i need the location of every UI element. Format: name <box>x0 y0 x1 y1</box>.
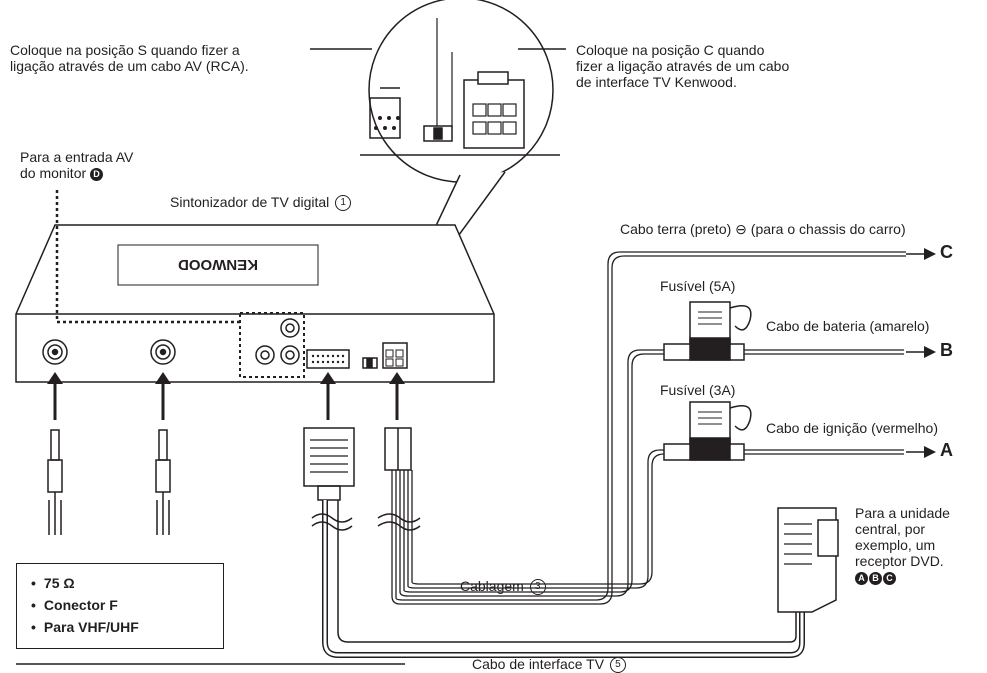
badge-d: D <box>90 167 104 181</box>
spec-connector: Conector F <box>31 594 223 616</box>
callout-s-position: Coloque na posição S quando fizer a liga… <box>10 42 249 74</box>
ground-cable-label: Cabo terra (preto) ⊖ (para o chassis do … <box>620 221 906 237</box>
spec-impedance: 75 Ω <box>31 572 223 594</box>
spec-band: Para VHF/UHF <box>31 616 223 638</box>
tv-cable-label: Cabo de interface TV 5 <box>472 656 626 673</box>
terminal-a: A <box>940 440 953 460</box>
callout-c-position: Coloque na posição C quando fizer a liga… <box>576 42 790 90</box>
power-port <box>382 342 408 369</box>
tv-interface-plug <box>303 427 355 487</box>
rca-outputs <box>239 312 305 378</box>
wire-harness <box>391 251 906 605</box>
badge-b: B <box>869 571 882 585</box>
cable-break-marks <box>311 513 421 531</box>
harness-label: Cablagem 3 <box>460 578 546 596</box>
fuse-5a-label: Fusível (5A) <box>660 278 736 294</box>
badge-a: A <box>855 571 868 585</box>
fuse-5a <box>663 301 752 361</box>
tuner-label: Sintonizador de TV digital 1 <box>170 194 352 212</box>
head-unit-connector <box>777 507 839 613</box>
battery-cable-label: Cabo de bateria (amarelo) <box>766 318 930 334</box>
av-input-label: Para a entrada AV do monitor D <box>20 149 134 181</box>
antenna-cable-2 <box>155 429 171 535</box>
terminal-c: C <box>940 242 953 262</box>
interface-port <box>306 349 350 369</box>
f-connector-1 <box>42 339 68 365</box>
badge-c: C <box>883 571 896 585</box>
ignition-cable-label: Cabo de ignição (vermelho) <box>766 420 938 436</box>
f-connector-2 <box>150 339 176 365</box>
fuse-3a-label: Fusível (3A) <box>660 382 736 398</box>
antenna-spec-box: 75 Ω Conector F Para VHF/UHF <box>16 563 224 649</box>
terminal-b: B <box>940 340 953 360</box>
fuse-3a <box>663 401 752 461</box>
antenna-cable-1 <box>47 429 63 535</box>
head-unit-label: Para a unidade central, por exemplo, um … <box>855 505 950 585</box>
brand-logo: KENWOOD <box>178 256 258 273</box>
